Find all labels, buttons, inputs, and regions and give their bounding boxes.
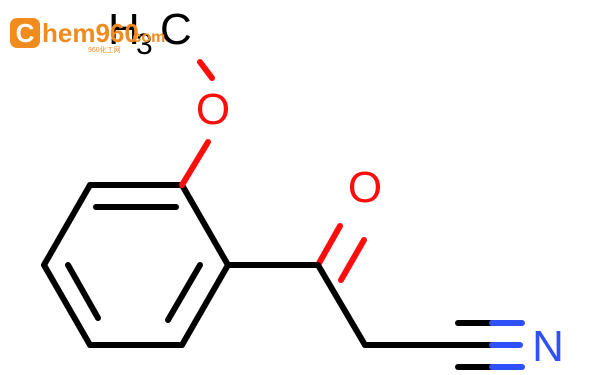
bond-c5-c6	[41, 262, 93, 348]
watermark-logo-icon	[10, 18, 40, 48]
watermark-caption: 960化工网	[88, 45, 121, 54]
bond-c6-c1	[41, 182, 93, 268]
methyl-subscript-label: 3	[136, 28, 153, 61]
ether-oxygen-label: O	[196, 85, 230, 134]
bond-c3-c4	[179, 262, 231, 348]
chem960-watermark: C hem960 .com 960化工网	[10, 18, 165, 54]
nitrile-group: N	[315, 262, 564, 371]
aromatic-inner-right	[165, 262, 203, 323]
benzene-ring	[41, 182, 231, 348]
methyl-c-label: C	[160, 5, 192, 54]
bond-carbonyl-double-a	[315, 223, 343, 268]
bond-ring-ether-o	[179, 139, 211, 188]
methoxy-group: O H 3 C	[108, 5, 230, 188]
carbonyl-oxygen-label: O	[348, 163, 382, 212]
methyl-h-label: H	[108, 5, 140, 54]
bond-carbonyl-ch2	[315, 262, 368, 348]
watermark-brand-text: hem960	[42, 18, 139, 48]
watermark-tld: .com	[128, 29, 165, 46]
bond-ether-o-methyl	[197, 59, 215, 81]
bond-carbonyl-double-b	[338, 237, 367, 283]
bond-c2-c3	[179, 182, 231, 268]
aromatic-inner-left	[65, 262, 101, 321]
nitrile-nitrogen-label: N	[532, 322, 564, 371]
watermark-logo-letter: C	[16, 18, 35, 48]
carbonyl-group: O	[225, 163, 382, 283]
